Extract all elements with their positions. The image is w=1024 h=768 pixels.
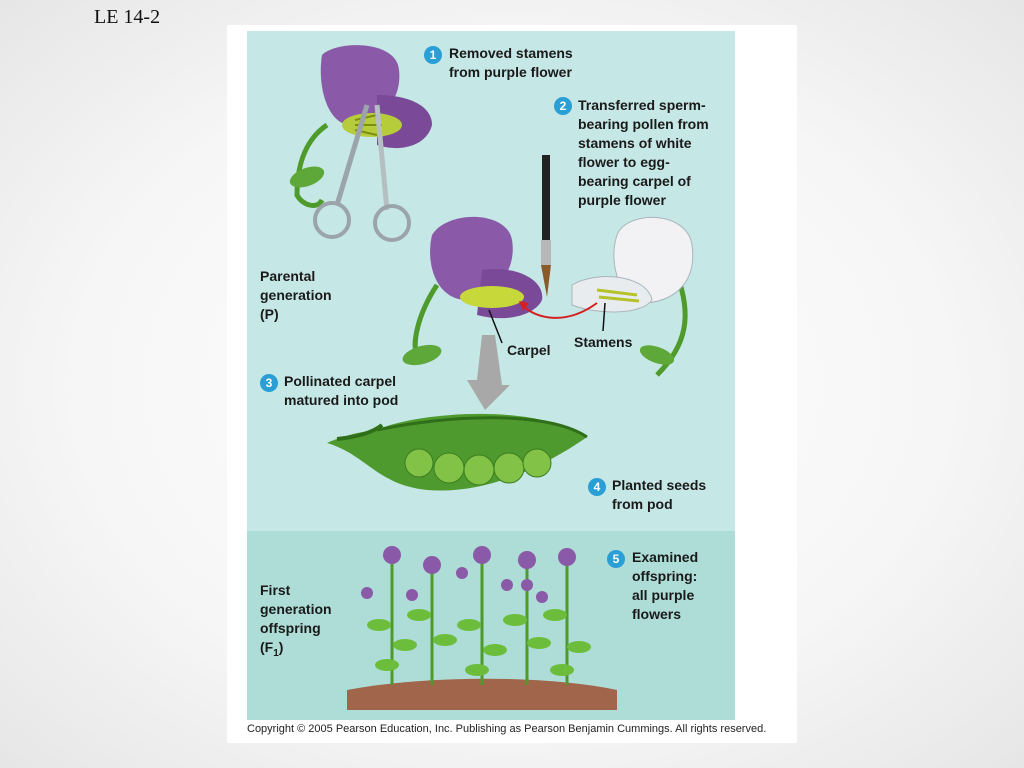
arrowhead-icon: [519, 301, 529, 311]
f1-subscript: 1: [273, 647, 279, 659]
scissors-icon: [313, 104, 411, 242]
f1-close: ): [278, 639, 284, 655]
slide-title: LE 14-2: [94, 6, 161, 28]
pea-pod-icon: [327, 413, 588, 491]
carpel-label: Carpel: [507, 342, 551, 358]
step-2-badge: 2: [554, 97, 572, 115]
stamens-label: Stamens: [574, 334, 633, 350]
step-3-badge: 3: [260, 374, 278, 392]
step-1-text: Removed stamens from purple flower: [449, 45, 573, 80]
illustration: [289, 45, 694, 710]
step-3-text: Pollinated carpel matured into pod: [284, 373, 399, 408]
step-2-text: Transferred sperm- bearing pollen from s…: [578, 97, 709, 208]
parental-generation-label: Parental generation (P): [260, 268, 332, 322]
purple-flower-icon: [402, 216, 543, 366]
copyright-notice: Copyright © 2005 Pearson Education, Inc.…: [247, 723, 767, 735]
f1-label-text: First generation offspring (F: [260, 582, 332, 655]
pollen-transfer-arrow-icon: [521, 302, 598, 319]
step-1-badge: 1: [424, 46, 442, 64]
figure-panel: 1 Removed stamens from purple flower 2 T…: [227, 25, 797, 743]
maturation-arrow-icon: [467, 335, 510, 410]
purple-flower-cut-icon: [289, 45, 432, 208]
step-5-badge: 5: [607, 550, 625, 568]
step-4-badge: 4: [588, 478, 606, 496]
step-5-text: Examined offspring: all purple flowers: [632, 549, 699, 622]
f1-offspring-label: First generation offspring (F1): [260, 581, 332, 663]
paintbrush-icon: [541, 155, 551, 297]
step-4-text: Planted seeds from pod: [612, 477, 707, 512]
white-flower-icon: [571, 216, 694, 377]
offspring-plants-icon: [347, 546, 617, 710]
